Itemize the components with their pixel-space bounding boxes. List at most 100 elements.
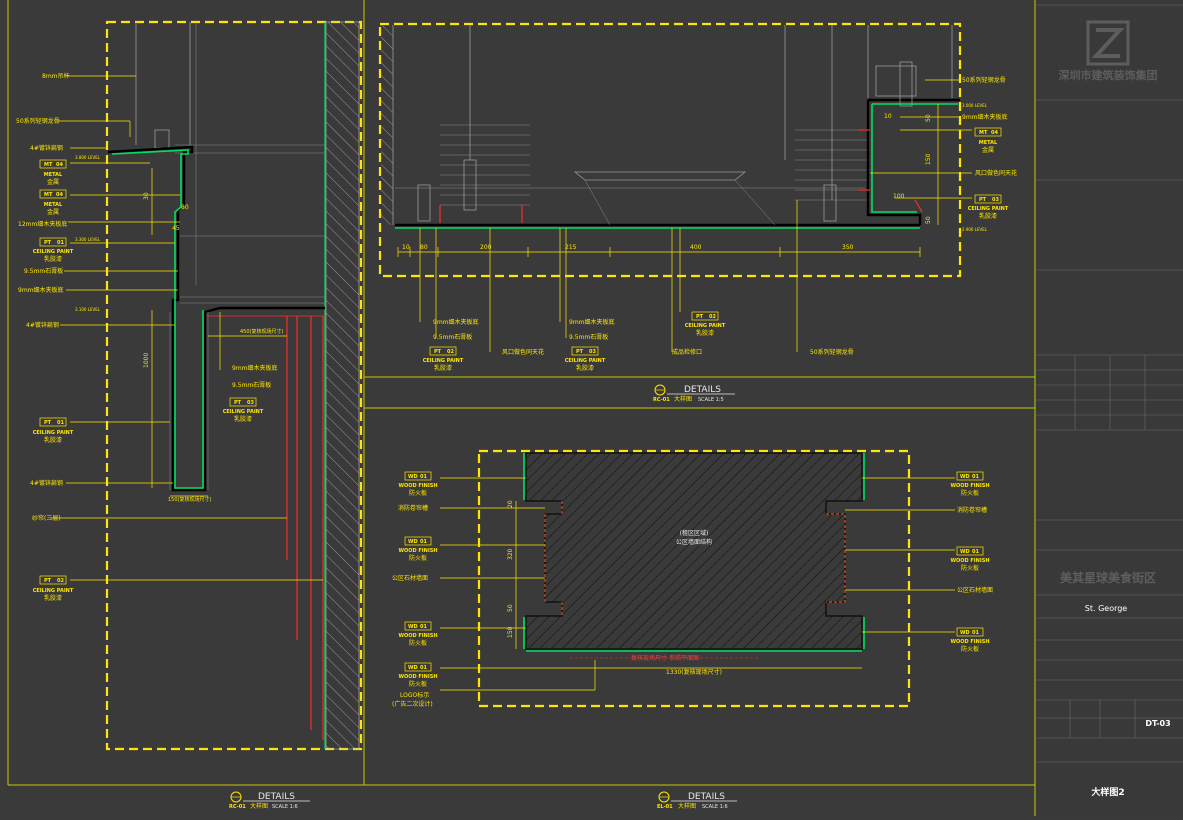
svg-text:公区石材墙面: 公区石材墙面 xyxy=(392,574,428,582)
svg-text:SCALE 1:5: SCALE 1:5 xyxy=(698,397,724,403)
svg-text:成品检修口: 成品检修口 xyxy=(672,348,702,356)
svg-text:9.5mm石膏板: 9.5mm石膏板 xyxy=(433,333,472,341)
svg-text:乳胶漆: 乳胶漆 xyxy=(44,594,62,602)
svg-text:01: 01 xyxy=(420,539,427,545)
svg-text:4#镀锌扁钢: 4#镀锌扁钢 xyxy=(26,321,59,329)
svg-text:防火板: 防火板 xyxy=(409,680,427,688)
svg-text:03: 03 xyxy=(992,197,999,203)
svg-text:乳胶漆: 乳胶漆 xyxy=(696,329,714,337)
svg-text:(租区区域): (租区区域) xyxy=(680,529,709,537)
svg-text:金属: 金属 xyxy=(982,146,994,154)
svg-text:50系列轻钢龙骨: 50系列轻钢龙骨 xyxy=(810,348,854,356)
svg-text:DETAILS: DETAILS xyxy=(258,792,295,802)
svg-text:04: 04 xyxy=(56,192,63,198)
svg-text:DETAILS: DETAILS xyxy=(688,792,725,802)
svg-text:乳胶漆: 乳胶漆 xyxy=(44,436,62,444)
svg-text:防火板: 防火板 xyxy=(409,639,427,647)
svg-text:(广告二次设计): (广告二次设计) xyxy=(392,700,433,708)
svg-text:复核现场尺寸 参照平面图: 复核现场尺寸 参照平面图 xyxy=(631,654,699,662)
svg-text:消防卷帘槽: 消防卷帘槽 xyxy=(957,506,987,514)
drawing-title: 大样图2 xyxy=(1091,786,1124,798)
svg-text:01: 01 xyxy=(972,630,979,636)
svg-text:WD: WD xyxy=(960,474,970,480)
svg-text:2.900 LEVEL: 2.900 LEVEL xyxy=(962,227,988,232)
elevation-detail xyxy=(440,449,955,708)
project-name-en: St. George xyxy=(1085,604,1128,613)
svg-text:3.100 LEVEL: 3.100 LEVEL xyxy=(75,307,101,312)
svg-text:9mm细木夹板底: 9mm细木夹板底 xyxy=(18,286,64,294)
svg-text:乳胶漆: 乳胶漆 xyxy=(434,364,452,372)
svg-text:10: 10 xyxy=(884,113,892,120)
svg-text:9mm细木夹板底: 9mm细木夹板底 xyxy=(232,364,278,372)
svg-text:01: 01 xyxy=(972,549,979,555)
svg-text:WOOD FINISH: WOOD FINISH xyxy=(398,548,437,554)
svg-text:150: 150 xyxy=(925,153,932,165)
svg-text:WOOD FINISH: WOOD FINISH xyxy=(398,483,437,489)
svg-text:PT: PT xyxy=(696,314,704,320)
svg-text:4#镀锌扁钢: 4#镀锌扁钢 xyxy=(30,144,63,152)
svg-text:320: 320 xyxy=(507,548,514,560)
svg-text:9.5mm石膏板: 9.5mm石膏板 xyxy=(24,267,63,275)
svg-text:01: 01 xyxy=(57,240,64,246)
svg-text:风口做色同天花: 风口做色同天花 xyxy=(975,169,1017,177)
svg-text:150(复核现场尺寸): 150(复核现场尺寸) xyxy=(168,496,211,503)
svg-text:03: 03 xyxy=(247,400,254,406)
svg-text:金属: 金属 xyxy=(47,178,59,186)
svg-text:50: 50 xyxy=(507,604,514,612)
svg-text:DETAILS: DETAILS xyxy=(684,385,721,395)
drawing-number: DT-03 xyxy=(1145,719,1170,728)
svg-text:金属: 金属 xyxy=(47,208,59,216)
svg-text:WD: WD xyxy=(408,624,418,630)
svg-text:MT: MT xyxy=(979,130,988,136)
svg-text:PT: PT xyxy=(979,197,987,203)
svg-text:04: 04 xyxy=(56,162,63,168)
svg-text:WOOD FINISH: WOOD FINISH xyxy=(398,674,437,680)
svg-text:防火板: 防火板 xyxy=(961,645,979,653)
svg-text:乳胶漆: 乳胶漆 xyxy=(576,364,594,372)
svg-text:20: 20 xyxy=(507,500,514,508)
svg-text:12mm细木夹板底: 12mm细木夹板底 xyxy=(18,220,67,228)
svg-text:纱帘(三层): 纱帘(三层) xyxy=(32,514,61,522)
svg-text:PT: PT xyxy=(234,400,242,406)
svg-text:WOOD FINISH: WOOD FINISH xyxy=(950,639,989,645)
company-name: 深圳市建筑装饰集团 xyxy=(1059,68,1158,82)
svg-text:METAL: METAL xyxy=(44,202,63,208)
svg-text:WD: WD xyxy=(408,665,418,671)
svg-text:9.5mm石膏板: 9.5mm石膏板 xyxy=(232,381,271,389)
svg-text:MT: MT xyxy=(44,162,53,168)
svg-text:350: 350 xyxy=(842,244,854,251)
svg-text:WOOD FINISH: WOOD FINISH xyxy=(950,558,989,564)
svg-text:METAL: METAL xyxy=(44,172,63,178)
svg-text:01: 01 xyxy=(972,474,979,480)
svg-text:RC-01: RC-01 xyxy=(229,804,246,810)
svg-text:1000: 1000 xyxy=(143,353,150,368)
svg-text:10: 10 xyxy=(402,244,410,251)
svg-text:CEILING PAINT: CEILING PAINT xyxy=(33,249,74,255)
svg-text:9.5mm石膏板: 9.5mm石膏板 xyxy=(569,333,608,341)
svg-text:大样图: 大样图 xyxy=(250,802,268,810)
svg-text:3.000 LEVEL: 3.000 LEVEL xyxy=(962,103,988,108)
detail-title-el01: DETAILS EL-01 大样图 SCALE 1:6 xyxy=(657,791,737,810)
svg-text:50: 50 xyxy=(925,114,932,122)
svg-text:150: 150 xyxy=(507,626,514,638)
elevation-labels: 消防卷帘槽 公区石材墙面 LOGO标示 (广告二次设计) (租区区域) 公区墙面… xyxy=(392,500,993,708)
svg-text:防火板: 防火板 xyxy=(961,564,979,572)
svg-text:乳胶漆: 乳胶漆 xyxy=(44,255,62,263)
svg-text:02: 02 xyxy=(709,314,716,320)
svg-text:防火板: 防火板 xyxy=(961,489,979,497)
svg-text:400: 400 xyxy=(690,244,702,251)
svg-text:CEILING PAINT: CEILING PAINT xyxy=(33,430,74,436)
svg-text:WD: WD xyxy=(960,549,970,555)
svg-text:EL-01: EL-01 xyxy=(657,804,673,810)
svg-text:WOOD FINISH: WOOD FINISH xyxy=(398,633,437,639)
svg-text:01: 01 xyxy=(420,624,427,630)
svg-text:80: 80 xyxy=(420,244,428,251)
svg-text:防火板: 防火板 xyxy=(409,554,427,562)
svg-text:METAL: METAL xyxy=(979,140,998,146)
svg-text:CEILING PAINT: CEILING PAINT xyxy=(685,323,726,329)
